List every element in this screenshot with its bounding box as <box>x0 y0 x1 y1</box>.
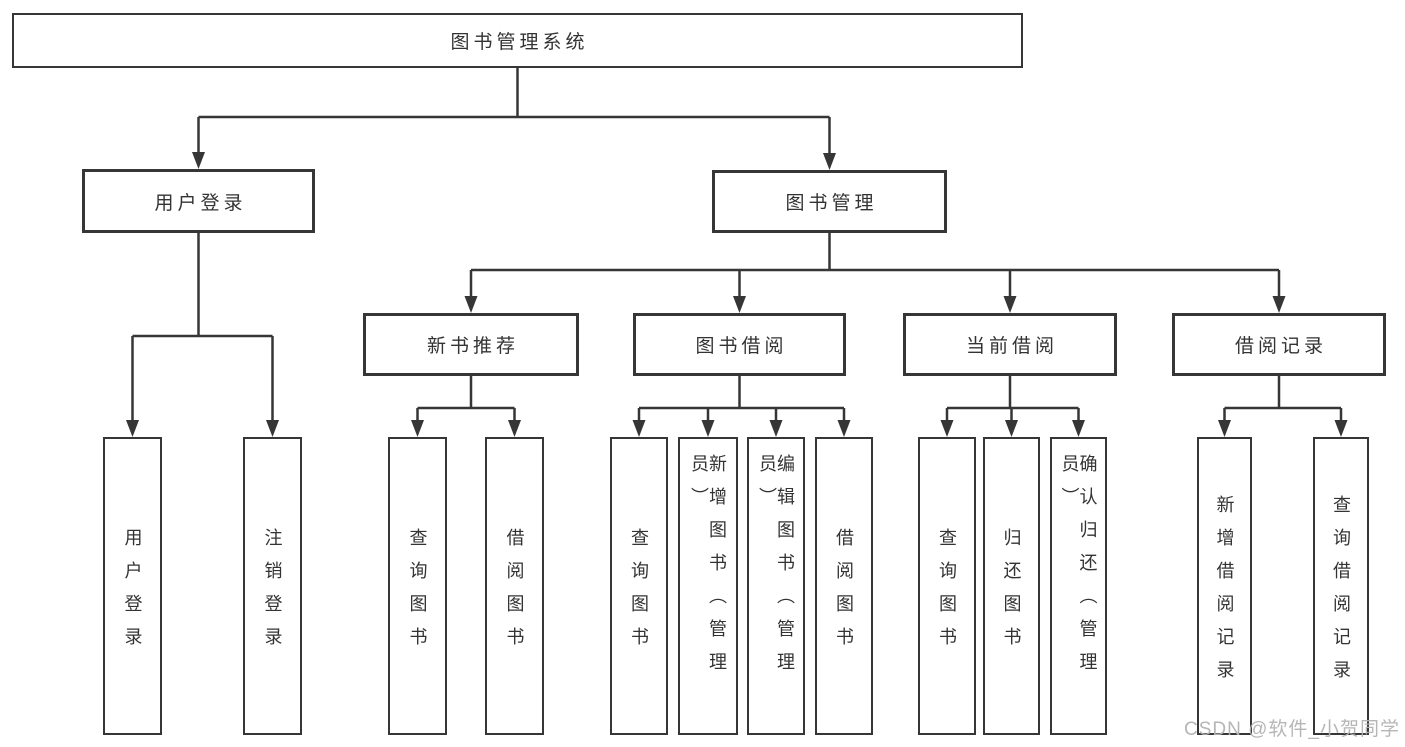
node-book-management-label: 图书管理 <box>785 193 878 214</box>
leaf-edit-book-admin-label: 编辑图书（管理员） <box>757 454 795 685</box>
node-borrowing-records: 借阅记录 <box>1172 313 1386 376</box>
node-book-borrowing: 图书借阅 <box>633 313 846 376</box>
node-user-login-label: 用户登录 <box>154 192 247 214</box>
leaf-query-books-current: 查询图书 <box>918 437 976 735</box>
leaf-logout: 注销登录 <box>243 437 302 735</box>
leaf-borrow-books: 借阅图书 <box>815 437 873 735</box>
node-borrowing-records-label: 借阅记录 <box>1234 336 1327 357</box>
leaf-add-borrow-record: 新增借阅记录 <box>1197 437 1252 735</box>
leaf-borrow-books-recommend: 借阅图书 <box>485 437 544 735</box>
leaf-return-book: 归还图书 <box>983 437 1040 735</box>
leaf-return-book-label: 归还图书 <box>1001 527 1022 660</box>
node-new-book-recommendation-label: 新书推荐 <box>426 336 519 357</box>
leaf-user-login: 用户登录 <box>103 437 162 735</box>
leaf-borrow-books-recommend-label: 借阅图书 <box>504 527 525 660</box>
leaf-query-borrow-record-label: 查询借阅记录 <box>1331 494 1351 693</box>
leaf-query-borrow-record: 查询借阅记录 <box>1313 437 1369 735</box>
leaf-query-books-borrow: 查询图书 <box>610 437 668 735</box>
leaf-add-book-admin-label: 新增图书（管理员） <box>689 454 727 685</box>
leaf-edit-book-admin: 编辑图书（管理员） <box>747 437 805 735</box>
csdn-watermark: CSDN @软件_小贺同学 <box>1184 719 1400 740</box>
node-book-borrowing-label: 图书借阅 <box>695 336 788 357</box>
leaf-user-login-label: 用户登录 <box>122 527 143 660</box>
leaf-logout-label: 注销登录 <box>262 527 283 660</box>
leaf-query-books-recommend: 查询图书 <box>388 437 447 735</box>
node-new-book-recommendation: 新书推荐 <box>363 313 579 376</box>
node-user-login: 用户登录 <box>82 169 315 233</box>
node-book-management: 图书管理 <box>712 170 947 233</box>
leaf-confirm-return-admin: 确认归还（管理员） <box>1050 437 1107 735</box>
leaf-query-books-current-label: 查询图书 <box>937 527 957 660</box>
arrowheads <box>126 152 1348 437</box>
leaf-confirm-return-admin-label: 确认归还（管理员） <box>1059 454 1098 685</box>
node-current-borrowing-label: 当前借阅 <box>965 336 1058 357</box>
node-root: 图书管理系统 <box>12 13 1023 68</box>
leaf-query-books-borrow-label: 查询图书 <box>629 527 649 660</box>
leaf-add-book-admin: 新增图书（管理员） <box>678 437 738 735</box>
leaf-add-borrow-record-label: 新增借阅记录 <box>1214 494 1235 693</box>
leaf-query-books-recommend-label: 查询图书 <box>407 527 428 660</box>
node-current-borrowing: 当前借阅 <box>903 313 1117 376</box>
leaf-borrow-books-label: 借阅图书 <box>834 527 854 660</box>
node-root-label: 图书管理系统 <box>450 32 589 53</box>
